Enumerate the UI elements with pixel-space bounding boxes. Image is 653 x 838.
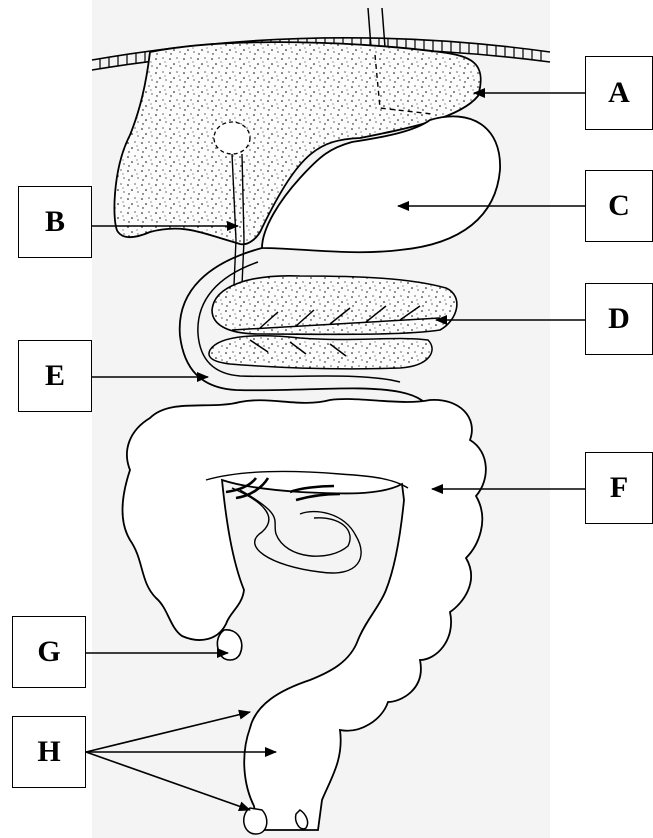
label-d: D xyxy=(585,283,653,355)
pancreas-upper xyxy=(212,276,457,335)
label-a: A xyxy=(585,56,653,130)
label-f: F xyxy=(585,452,653,524)
gallbladder xyxy=(214,122,250,154)
label-c: C xyxy=(585,170,653,242)
label-g: G xyxy=(12,616,86,688)
appendix xyxy=(217,630,241,660)
label-b: B xyxy=(18,186,92,258)
label-e: E xyxy=(18,340,92,412)
label-h: H xyxy=(12,716,86,788)
pancreas-lower xyxy=(209,336,432,369)
